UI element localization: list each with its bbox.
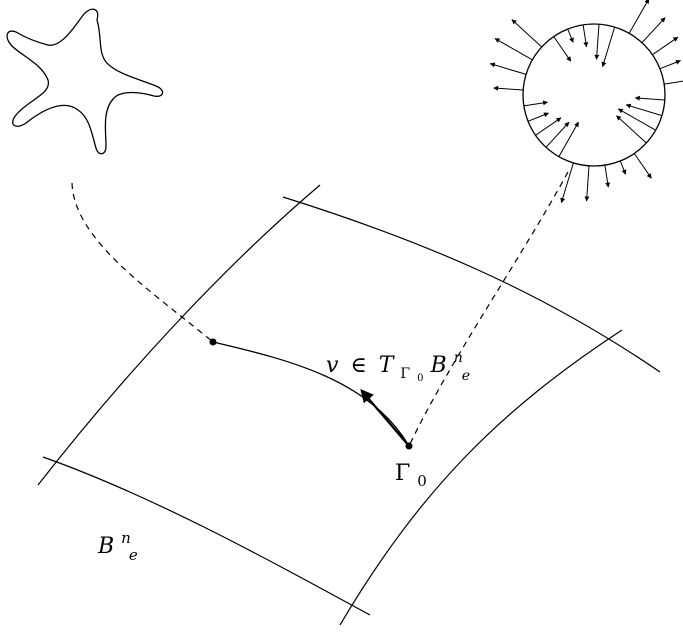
normal-arrow [625, 103, 663, 117]
star-shaped-curve [6, 8, 164, 155]
gamma0-label: Γ 0 [395, 461, 427, 490]
normal-arrow [659, 59, 681, 70]
normal-arrow [628, 0, 650, 34]
normal-arrow [553, 36, 572, 62]
normal-arrow [594, 24, 600, 60]
normal-arrow [634, 95, 665, 101]
gamma0-point [405, 442, 413, 450]
manifold-edge-left [37, 184, 321, 486]
manifold-label: B n e [97, 524, 138, 564]
tangent-vector-arrow [360, 388, 410, 447]
normal-arrow [545, 121, 570, 148]
normal-arrow [601, 26, 616, 68]
path-curve [212, 341, 410, 447]
normal-arrow [664, 78, 683, 85]
normal-arrow [493, 85, 524, 91]
normal-arrow [558, 121, 579, 157]
dashed-link-circle [408, 171, 569, 447]
dashed-link-star [71, 182, 214, 343]
normal-arrow [560, 162, 574, 204]
normal-arrow [535, 117, 562, 136]
normal-arrow [489, 62, 527, 75]
normal-arrow [523, 100, 548, 107]
normal-arrow [617, 108, 656, 131]
normal-arrow [494, 38, 533, 61]
normal-arrow [633, 153, 652, 179]
normal-arrow [616, 115, 647, 144]
normal-arrows [489, 0, 683, 204]
normal-arrow [641, 17, 666, 44]
manifold-edge-top [282, 196, 661, 373]
tangent-label: v ∈ T Γ 0 B n e [326, 343, 470, 387]
start-point [209, 338, 217, 346]
circle-boundary [522, 23, 666, 167]
manifold-edge-right [339, 329, 623, 626]
normal-arrow [527, 112, 549, 122]
manifold-edge-bottom [42, 456, 371, 616]
circle-vector-field [489, 0, 683, 204]
normal-arrow [511, 19, 543, 48]
normal-arrow [584, 165, 590, 202]
normal-arrow [652, 36, 679, 56]
normal-arrow [604, 165, 611, 188]
normal-arrow [582, 24, 589, 48]
normal-arrow [619, 160, 627, 175]
normal-arrow [567, 28, 574, 43]
